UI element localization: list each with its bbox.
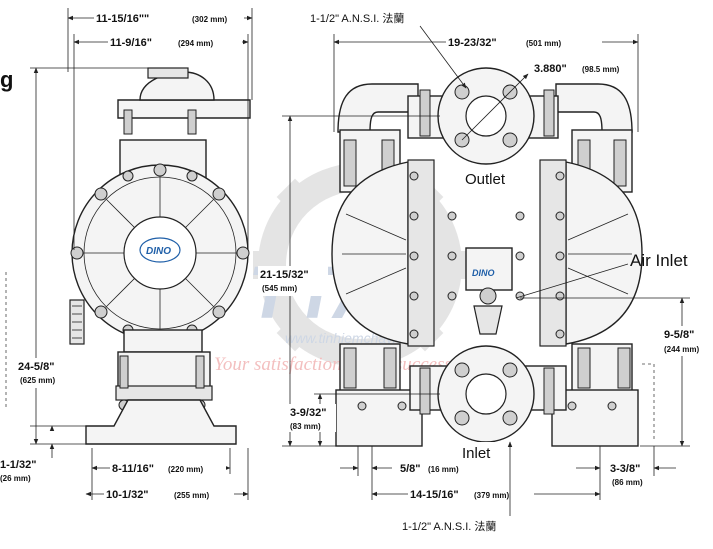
outlet-label: Outlet	[465, 171, 506, 188]
right-dim-right-in: 3-3/8"	[610, 463, 640, 475]
right-dim-width-mm: (501 mm)	[526, 39, 561, 48]
flange-bottom-label: 1-1/2" A.N.S.I. 法蘭	[402, 519, 496, 533]
right-pump-front-view: DINO	[331, 67, 655, 447]
left-dim-foot-in: 1-1/32"	[0, 459, 36, 471]
left-pump-side-view: DINO	[69, 67, 251, 445]
flange-top-label: 1-1/2" A.N.S.I. 法蘭	[310, 11, 404, 25]
air-inlet-label: Air Inlet	[630, 251, 688, 270]
left-dim-foot-mm: (26 mm)	[0, 474, 31, 483]
left-dim-height-mm: (625 mm)	[20, 376, 55, 385]
right-dim-offset-in: 5/8"	[400, 463, 421, 475]
left-dimensions: g 11-15/16"" (302 mm) 11-9/16" (294 mm) …	[0, 8, 253, 501]
left-dim-top-inner-mm: (294 mm)	[178, 39, 213, 48]
right-dim-bolt-in: 3.880"	[534, 63, 567, 75]
left-brand-logo: DINO	[146, 246, 171, 257]
left-dim-base-inner-in: 8-11/16"	[112, 463, 154, 475]
left-dim-base-outer-in: 10-1/32"	[106, 489, 149, 501]
right-dim-base-in: 14-15/16"	[410, 489, 459, 501]
right-brand-logo: DINO	[472, 268, 495, 278]
right-dim-bolt-mm: (98.5 mm)	[582, 65, 620, 74]
left-dim-top-inner-in: 11-9/16"	[110, 37, 152, 49]
left-dim-height-in: 24-5/8"	[18, 361, 54, 373]
right-dimensions: 1-1/2" A.N.S.I. 法蘭 19-23/32" (501 mm) 3.…	[258, 11, 710, 533]
right-dim-inlet-h-in: 3-9/32"	[290, 407, 326, 419]
left-dim-top-outer-mm: (302 mm)	[192, 15, 227, 24]
left-view-letter: g	[0, 67, 13, 92]
right-dim-height-in: 21-15/32"	[260, 269, 309, 281]
right-dim-width-in: 19-23/32"	[448, 37, 497, 49]
right-dim-base-mm: (379 mm)	[474, 491, 509, 500]
right-dim-side-h-mm: (244 mm)	[664, 345, 699, 354]
inlet-label: Inlet	[462, 445, 491, 462]
right-dim-right-mm: (86 mm)	[612, 478, 643, 487]
left-dim-base-inner-mm: (220 mm)	[168, 465, 203, 474]
right-dim-height-mm: (545 mm)	[262, 284, 297, 293]
left-dim-top-outer-in: 11-15/16""	[96, 13, 149, 25]
right-dim-inlet-h-mm: (83 mm)	[290, 422, 321, 431]
left-dim-base-outer-mm: (255 mm)	[174, 491, 209, 500]
right-dim-side-h-in: 9-5/8"	[664, 329, 694, 341]
right-dim-offset-mm: (16 mm)	[428, 465, 459, 474]
